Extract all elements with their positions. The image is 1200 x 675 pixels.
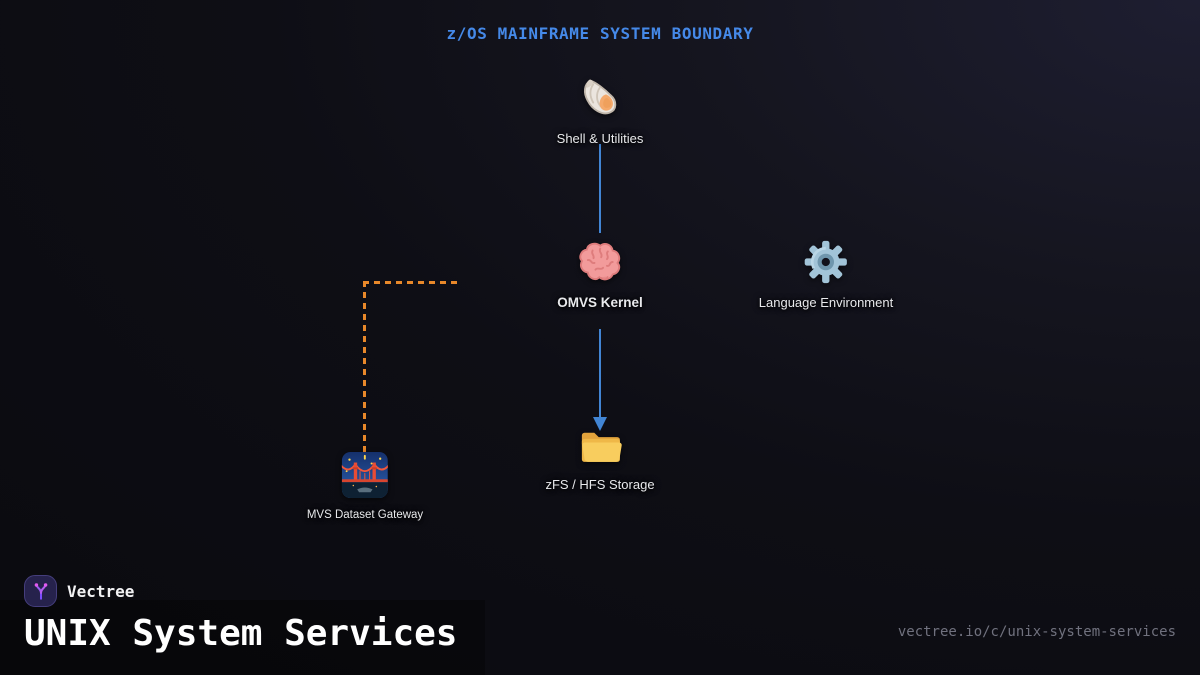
node-omvs-kernel[interactable]: OMVS Kernel <box>557 240 643 310</box>
spiral-shell-icon <box>578 76 622 120</box>
vectree-logo-icon <box>30 580 52 602</box>
brain-icon <box>577 240 623 284</box>
edge-kernel-to-gateway-horizontal <box>363 281 458 284</box>
node-label: zFS / HFS Storage <box>545 477 655 492</box>
folder-icon <box>577 426 623 466</box>
vectree-logo[interactable] <box>24 575 57 607</box>
node-label: MVS Dataset Gateway <box>306 509 424 521</box>
page-title: UNIX System Services <box>24 613 458 654</box>
brand-row: Vectree <box>24 575 134 607</box>
edge-kernel-to-storage <box>599 329 601 419</box>
diagram-title: z/OS MAINFRAME SYSTEM BOUNDARY <box>446 24 754 43</box>
node-label: Shell & Utilities <box>556 131 644 146</box>
edge-kernel-to-gateway-vertical <box>363 281 366 452</box>
node-language-environment[interactable]: Language Environment <box>759 240 893 310</box>
node-shell-utilities[interactable]: Shell & Utilities <box>556 76 644 146</box>
node-mvs-dataset-gateway[interactable]: MVS Dataset Gateway <box>307 452 423 521</box>
node-zfs-hfs-storage[interactable]: zFS / HFS Storage <box>545 426 655 492</box>
node-label: Language Environment <box>758 295 894 310</box>
node-label: OMVS Kernel <box>557 295 643 310</box>
page-url: vectree.io/c/unix-system-services <box>897 624 1176 640</box>
edge-kernel-to-storage-arrowhead <box>593 417 607 431</box>
brand-name: Vectree <box>67 581 135 601</box>
gear-icon <box>804 240 848 284</box>
footer-shade-panel <box>0 600 485 675</box>
edge-shell-to-kernel <box>599 144 601 233</box>
bridge-at-night-icon <box>340 452 390 498</box>
